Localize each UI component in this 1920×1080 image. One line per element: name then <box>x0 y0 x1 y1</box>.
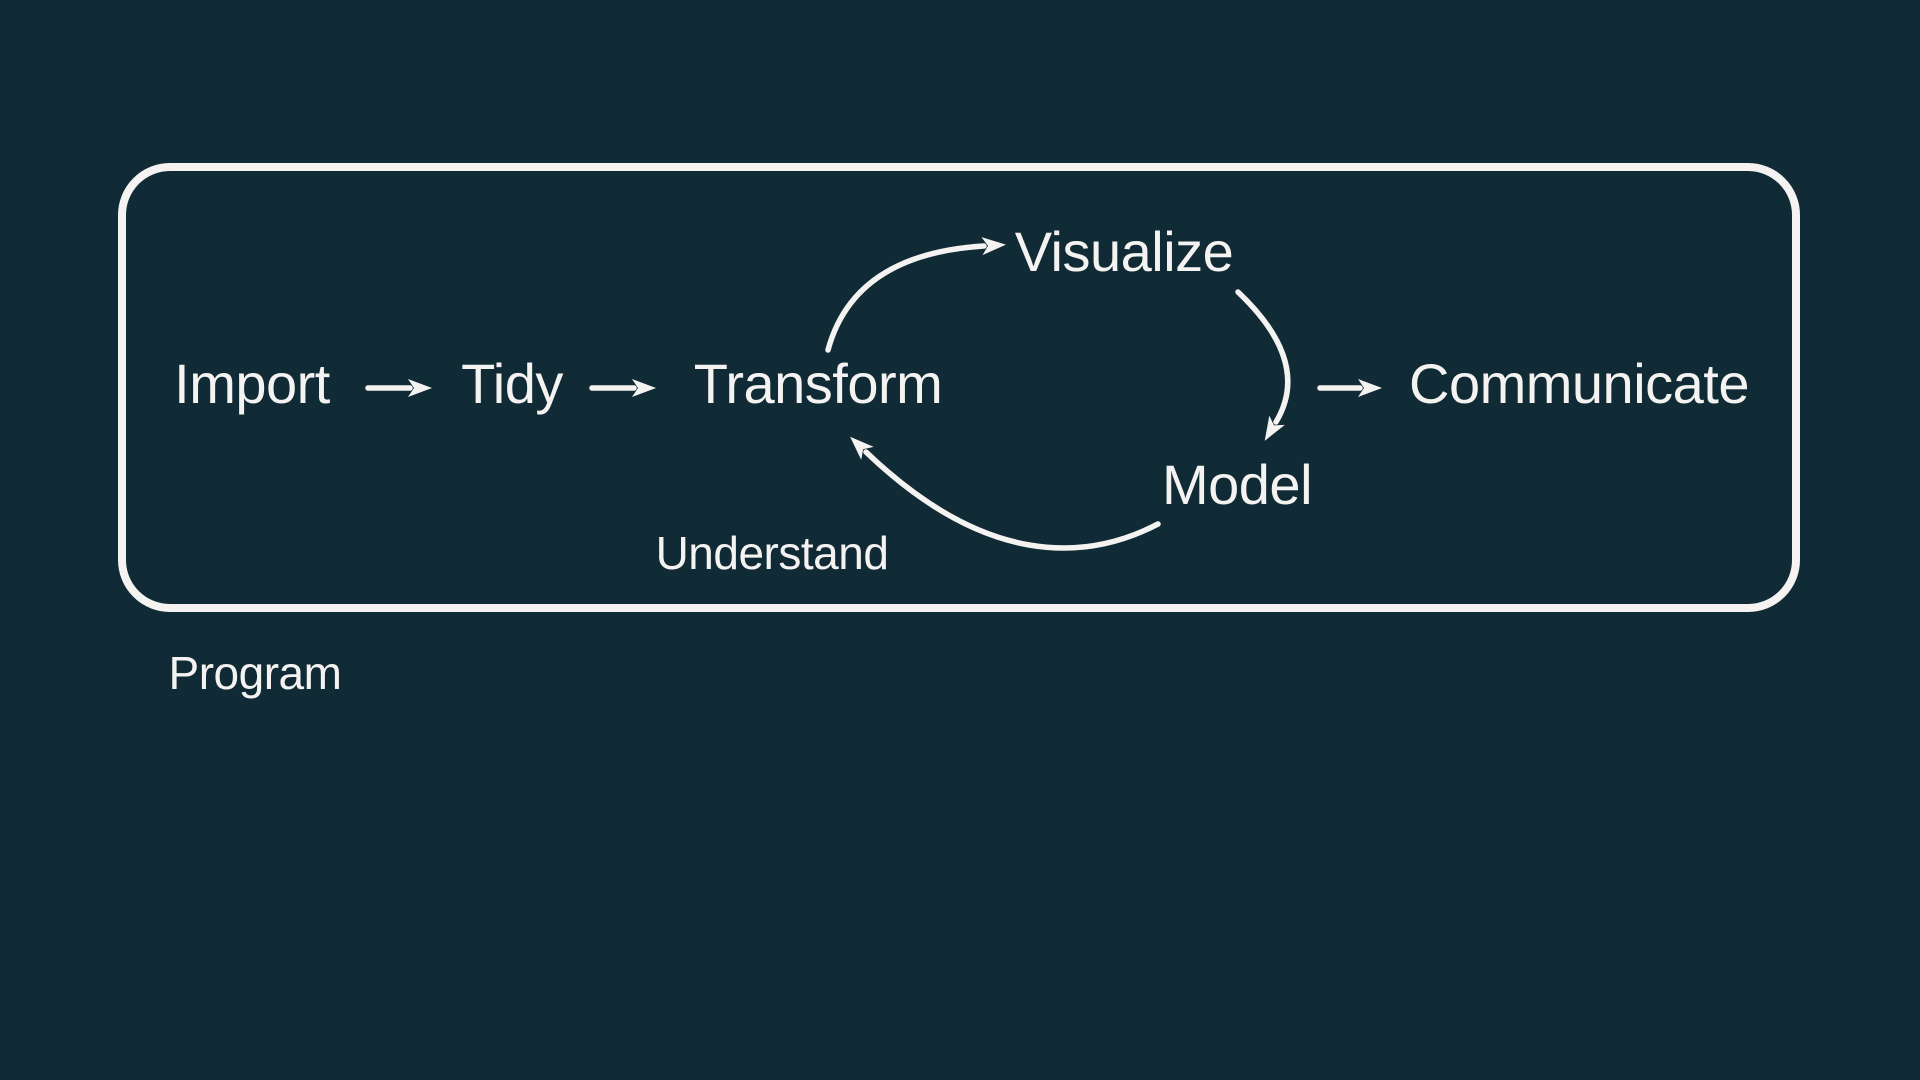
arrow-transform-to-visualize <box>825 237 1006 353</box>
understand-cycle-caption: Understand <box>655 527 889 579</box>
node-model: Model <box>1161 453 1313 516</box>
node-import: Import <box>174 352 330 415</box>
node-tidy: Tidy <box>461 352 563 415</box>
arrow-model-to-transform <box>850 436 1161 551</box>
program-group-caption: Program <box>168 647 342 699</box>
program-group-outline <box>118 163 1800 612</box>
node-visualize: Visualize <box>1014 220 1234 283</box>
arrow-visualize-to-model <box>1235 289 1291 441</box>
node-transform: Transform <box>693 352 943 415</box>
node-communicate: Communicate <box>1409 352 1749 415</box>
